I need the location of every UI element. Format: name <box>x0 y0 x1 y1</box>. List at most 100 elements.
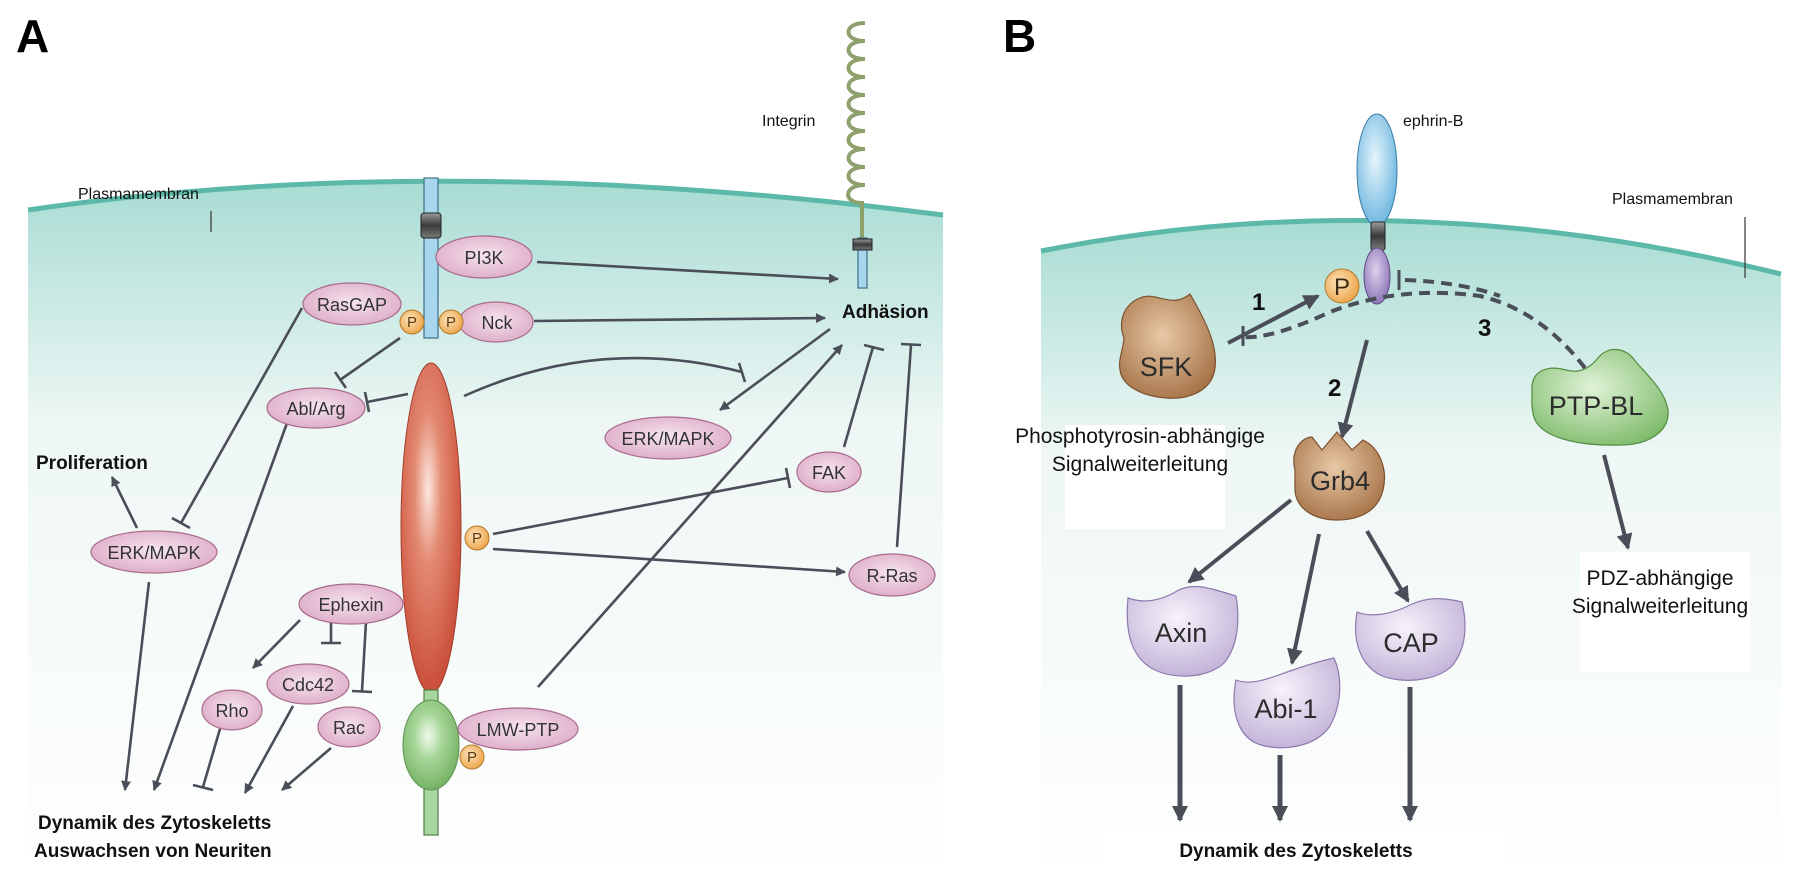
svg-text:P: P <box>467 749 477 766</box>
arrow-ephexin-rho <box>252 619 301 669</box>
node-erk-mapk-left: ERK/MAPK <box>90 530 218 574</box>
arrow-abl-output <box>152 422 289 791</box>
node-lmw-ptp: LMW-PTP <box>457 707 579 751</box>
phospho-site-a2: P <box>438 309 464 335</box>
arrow-p-abl <box>339 336 401 382</box>
node-sfk: SFK <box>1118 293 1217 399</box>
svg-text:Ephexin: Ephexin <box>318 595 383 615</box>
svg-text:RasGAP: RasGAP <box>317 295 387 315</box>
arrow-rasgap-erk <box>179 307 304 524</box>
svg-text:ERK/MAPK: ERK/MAPK <box>621 429 714 449</box>
adhesion-label: Adhäsion <box>842 302 929 323</box>
svg-text:SFK: SFK <box>1140 352 1193 382</box>
step-2: 2 <box>1328 375 1341 402</box>
svg-text:Abi-1: Abi-1 <box>1254 694 1317 724</box>
svg-text:R-Ras: R-Ras <box>866 566 917 586</box>
svg-text:FAK: FAK <box>812 463 846 483</box>
arrow-erk-proliferation <box>110 476 139 529</box>
svg-text:LMW-PTP: LMW-PTP <box>477 720 560 740</box>
svg-text:P: P <box>446 314 456 331</box>
arrow-p-fak <box>492 476 789 536</box>
svg-text:Axin: Axin <box>1155 618 1208 648</box>
membrane-label-b: Plasmamembran <box>1612 191 1733 208</box>
ephrin-tm <box>1370 221 1386 251</box>
node-fak: FAK <box>796 451 862 493</box>
svg-text:ERK/MAPK: ERK/MAPK <box>107 543 200 563</box>
eph-receptor-kinase <box>400 362 462 694</box>
dashed-to-ephrin <box>1404 278 1501 298</box>
node-rasgap: RasGAP <box>302 282 402 326</box>
node-rho: Rho <box>201 689 263 731</box>
output-a-line2: Auswachsen von Neuriten <box>34 841 272 862</box>
arrow-rho-output <box>201 721 224 788</box>
node-ephexin: Ephexin <box>298 583 404 625</box>
integrin-label: Integrin <box>762 113 815 130</box>
ephrin-intracellular <box>1363 247 1391 305</box>
phospho-site-a3: P <box>464 525 490 551</box>
phospho-site-a4: P <box>459 744 485 770</box>
arrow-ephexin-rac <box>360 621 368 692</box>
node-pi3k: PI3K <box>435 235 533 279</box>
node-erk-mapk-right: ERK/MAPK <box>604 416 732 460</box>
panel-b-label: B <box>1003 10 1036 62</box>
svg-text:P: P <box>407 314 417 331</box>
node-cdc42: Cdc42 <box>266 663 350 705</box>
panel-a: A Plasmamembran Integrin <box>16 10 944 878</box>
arrow-pi3k-adhesion <box>536 260 839 284</box>
connectors-a <box>110 260 922 794</box>
output-b-box <box>1104 826 1504 878</box>
phospho-site-a1: P <box>399 309 425 335</box>
pdz-box <box>1580 552 1750 672</box>
node-ptp-bl: PTP-BL <box>1531 348 1669 446</box>
arrow-erk-output <box>121 581 151 791</box>
panel-b: B Plasmamembran ephrin-B P <box>1003 10 1782 878</box>
node-grb4: Grb4 <box>1293 431 1385 521</box>
arrow-cdc42-output <box>243 705 295 794</box>
phospho-site-b: P <box>1324 268 1360 304</box>
arrow-p-rras <box>492 547 846 577</box>
arrow-grb4-cap <box>1365 529 1410 603</box>
node-cap: CAP <box>1354 598 1466 681</box>
arrow-rac-output <box>281 747 332 791</box>
dashed-ptp-inhibit <box>1239 290 1587 370</box>
svg-text:CAP: CAP <box>1383 628 1439 658</box>
arrow-fak-adhesion <box>842 346 875 448</box>
phosphotyrosin-line1: Phosphotyrosin-abhängige <box>1015 425 1265 448</box>
svg-text:Grb4: Grb4 <box>1310 466 1370 496</box>
lmw-ptp-domain <box>402 699 460 791</box>
node-abl-arg: Abl/Arg <box>266 387 366 429</box>
integrin-stalk <box>857 237 868 289</box>
membrane-a <box>27 178 944 218</box>
svg-text:P: P <box>1334 274 1350 301</box>
node-r-ras: R-Ras <box>848 553 936 597</box>
arrow-lmw-adhesion <box>537 344 843 688</box>
eph-receptor-tm <box>420 212 442 239</box>
svg-text:Abl/Arg: Abl/Arg <box>286 399 345 419</box>
connectors-b <box>1172 270 1633 822</box>
panel-a-label: A <box>16 10 49 62</box>
arrow-adhesion-erk <box>719 327 831 412</box>
phosphotyrosin-box <box>1065 425 1225 529</box>
pdz-line2: Signalweiterleitung <box>1572 595 1748 618</box>
step-3: 3 <box>1478 315 1491 342</box>
svg-text:Cdc42: Cdc42 <box>282 675 334 695</box>
ephrin-label: ephrin-B <box>1403 113 1463 130</box>
integrin-coil <box>846 21 866 238</box>
svg-text:Nck: Nck <box>482 313 514 333</box>
proliferation-label: Proliferation <box>36 453 148 474</box>
arrow-kinase-curve <box>463 356 743 398</box>
node-abi1: Abi-1 <box>1233 657 1341 749</box>
node-rac: Rac <box>317 706 381 748</box>
node-nck: Nck <box>458 301 534 343</box>
arrow-ptp-pdz <box>1602 454 1633 550</box>
svg-text:Rho: Rho <box>215 701 248 721</box>
step-1: 1 <box>1252 289 1265 316</box>
svg-text:PTP-BL: PTP-BL <box>1549 391 1644 421</box>
output-b: Dynamik des Zytoskeletts <box>1179 841 1412 862</box>
svg-text:Rac: Rac <box>333 718 365 738</box>
ephrin-extracellular <box>1356 113 1398 227</box>
arrow-grb4-axin <box>1187 498 1293 584</box>
arrow-grb4-abi1 <box>1287 533 1321 665</box>
svg-text:PI3K: PI3K <box>464 248 503 268</box>
